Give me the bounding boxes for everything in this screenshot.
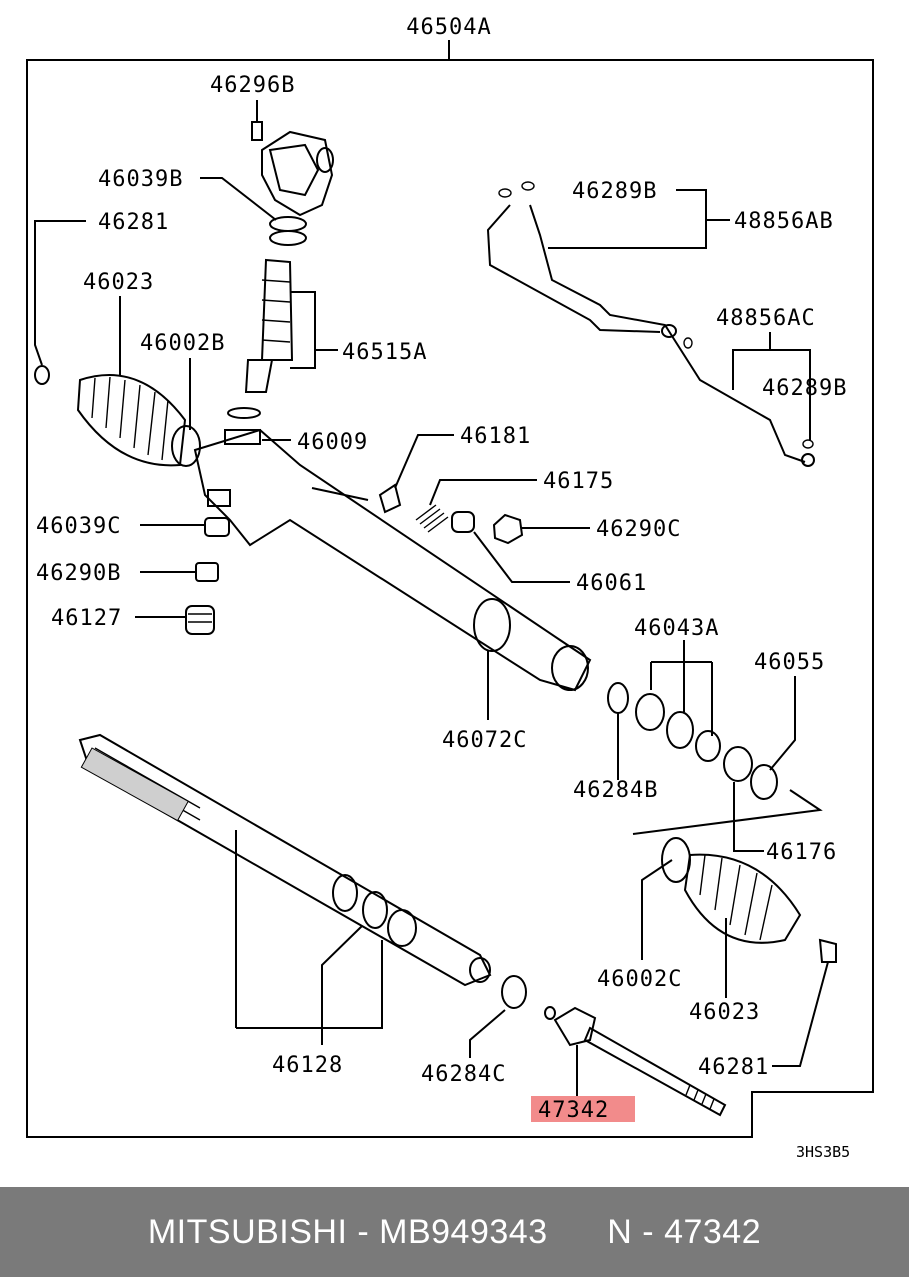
label-46039C: 46039C xyxy=(36,514,121,539)
label-46296B: 46296B xyxy=(210,73,295,98)
drawing-code: 3HS3B5 xyxy=(796,1143,850,1161)
label-46289B-top: 46289B xyxy=(572,179,657,204)
label-48856AC: 48856AC xyxy=(716,306,816,331)
footer-bar: MITSUBISHI - MB949343 N - 47342 xyxy=(0,1187,909,1277)
label-46072C: 46072C xyxy=(442,728,527,753)
label-46284B: 46284B xyxy=(573,778,658,803)
label-46009: 46009 xyxy=(297,430,368,455)
label-46290B: 46290B xyxy=(36,561,121,586)
rack-guide-spring xyxy=(378,483,524,545)
label-46515A: 46515A xyxy=(342,340,427,365)
valve-housing xyxy=(251,121,334,217)
footer-brand-part: MITSUBISHI - MB949343 xyxy=(147,1212,548,1251)
label-46127: 46127 xyxy=(51,606,122,631)
label-46289B-right: 46289B xyxy=(762,376,847,401)
label-46281-bottom: 46281 xyxy=(698,1055,769,1080)
inner-tie-rod xyxy=(544,1006,727,1117)
assembly-frame xyxy=(26,59,874,1138)
rack-bar xyxy=(78,733,527,1009)
label-46281-top: 46281 xyxy=(98,210,169,235)
label-46023-top: 46023 xyxy=(83,270,154,295)
bellows-boot-right xyxy=(661,837,837,963)
leader-lines xyxy=(34,100,829,1096)
pinion-valve xyxy=(244,258,294,393)
label-46002B: 46002B xyxy=(140,331,225,356)
left-small-parts xyxy=(185,517,230,635)
label-46023-bottom: 46023 xyxy=(689,1000,760,1025)
label-46039B: 46039B xyxy=(98,167,183,192)
label-46284C: 46284C xyxy=(421,1062,506,1087)
highlight-47342 xyxy=(531,1096,635,1122)
rack-housing xyxy=(193,407,592,692)
bellows-boot-left xyxy=(34,365,201,467)
rack-seals-right xyxy=(607,682,778,800)
label-46002C: 46002C xyxy=(597,967,682,992)
label-46175: 46175 xyxy=(543,469,614,494)
label-48856AB: 48856AB xyxy=(734,209,834,234)
parts-diagram: 46504A xyxy=(26,15,874,1161)
label-47342: 47342 xyxy=(538,1098,609,1123)
pinion-seal xyxy=(269,216,307,246)
label-46128: 46128 xyxy=(272,1053,343,1078)
label-46290C: 46290C xyxy=(596,517,681,542)
pressure-tubes xyxy=(486,181,815,467)
label-46176: 46176 xyxy=(766,840,837,865)
assembly-label: 46504A xyxy=(406,15,491,40)
label-46181: 46181 xyxy=(460,424,531,449)
label-46055: 46055 xyxy=(754,650,825,675)
label-46061: 46061 xyxy=(576,571,647,596)
label-46043A: 46043A xyxy=(634,616,719,641)
footer-ref: N - 47342 xyxy=(607,1212,762,1251)
footer-gap xyxy=(548,1213,608,1252)
